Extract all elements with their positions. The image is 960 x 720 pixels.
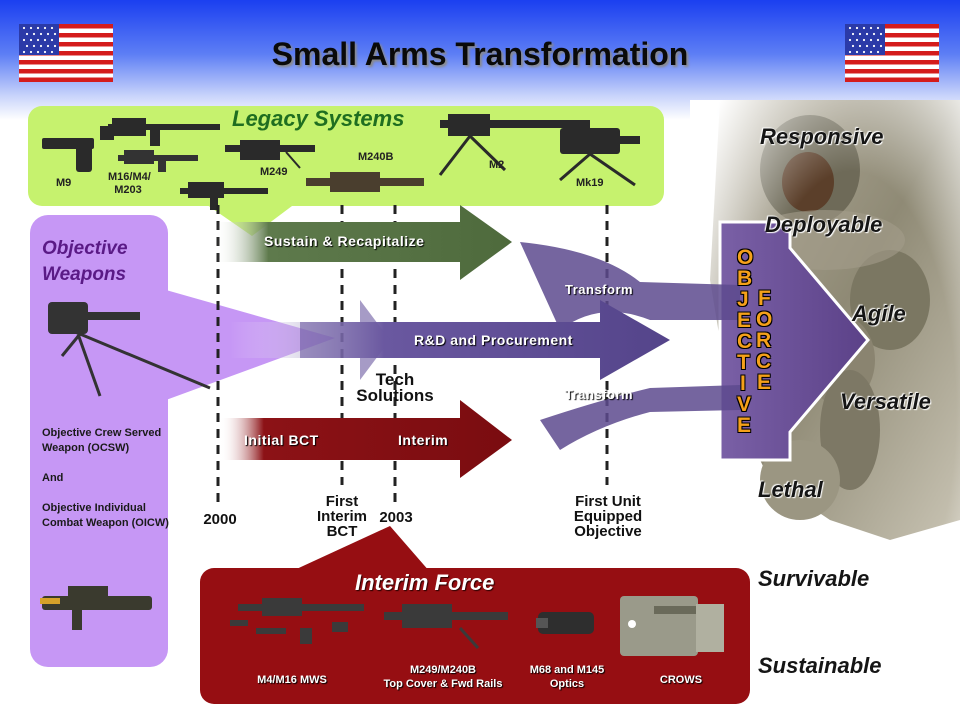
m249-machine-gun-icon (225, 140, 315, 169)
interim-callout-pointer (290, 526, 430, 572)
us-flag-icon-right (845, 24, 939, 82)
attribute-lethal: Lethal (758, 477, 823, 502)
objective-weapons-title: Objective Weapons (42, 238, 128, 285)
objective-letter: O (737, 246, 754, 269)
timeline-label-first-unit-equipped: First Unit Equipped Objective (573, 493, 643, 540)
transform-bottom-label: Transform (565, 387, 634, 402)
force-letter: R (756, 329, 772, 352)
mk19-grenade-launcher-icon (559, 128, 640, 187)
m2-machine-gun-icon (438, 114, 590, 176)
interim-item-label: M4/M16 MWS (257, 674, 327, 686)
crows-weapon-station-icon (620, 596, 724, 656)
objective-letter: V (737, 393, 752, 416)
interim-label: Interim (398, 432, 449, 448)
rd-procurement-label: R&D and Procurement (414, 332, 573, 348)
m203-rifle-icon (180, 182, 268, 210)
interim-item-label: CROWS (659, 674, 703, 686)
timeline-label-2000: 2000 (203, 511, 237, 528)
objective-letter: E (737, 414, 752, 437)
force-letter: O (756, 308, 773, 331)
objective-force-arrow (718, 220, 870, 462)
us-flag-icon-left (19, 24, 113, 82)
weapon-label-mk19: Mk19 (576, 177, 604, 189)
legacy-systems-title: Legacy Systems (232, 106, 405, 131)
timeline-label-first-interim-bct: First Interim BCT (316, 493, 367, 540)
attribute-versatile: Versatile (840, 389, 931, 414)
initial-bct-interim-arrow (220, 400, 512, 478)
transform-top-label: Transform (565, 282, 634, 297)
transform-bottom-sweep (540, 385, 740, 450)
attribute-deployable: Deployable (765, 212, 883, 237)
objective-weapons-description: Objective Crew Served Weapon (OCSW) And … (42, 427, 169, 529)
page-title: Small Arms Transformation (271, 36, 689, 72)
objective-letter: T (737, 351, 750, 374)
sustain-recapitalize-label: Sustain & Recapitalize (264, 233, 425, 249)
objective-letter: I (740, 372, 746, 395)
objective-letter: E (737, 309, 752, 332)
m16-rifle-icon (100, 118, 220, 146)
weapon-label-m249: M249 (260, 166, 288, 178)
initial-bct-label: Initial BCT (244, 432, 319, 448)
m68-m145-optics-icon (536, 612, 594, 634)
weapon-label-m240b: M240B (358, 151, 394, 163)
force-letter: F (758, 287, 771, 310)
rd-procurement-arrow (230, 300, 670, 380)
ocsw-weapon-icon (48, 302, 211, 397)
attribute-survivable: Survivable (758, 566, 870, 591)
objective-letter: J (737, 288, 749, 311)
weapon-label-m16-m4-m203: M16/M4/ M203 (108, 171, 151, 196)
interim-item-label: M68 and M145 Optics (529, 664, 605, 690)
timeline-label-2003: 2003 (379, 509, 413, 526)
weapon-label-m2: M2 (489, 159, 505, 171)
weapon-label-m9: M9 (56, 177, 72, 189)
m240b-machine-gun-icon (306, 172, 424, 192)
m249-m240b-rails-icon (384, 604, 508, 650)
oicw-weapon-icon (40, 586, 152, 630)
force-letter: E (757, 371, 772, 394)
attribute-sustainable: Sustainable (758, 653, 882, 678)
tech-solutions-label: Tech Solutions (356, 370, 434, 405)
objective-letter: C (737, 330, 753, 353)
transform-top-sweep (520, 242, 740, 330)
objective-letter: B (737, 267, 753, 290)
m4-carbine-icon (118, 150, 198, 172)
interim-force-title: Interim Force (355, 570, 495, 595)
attribute-responsive: Responsive (760, 124, 884, 149)
force-letter: C (756, 350, 772, 373)
m9-pistol-icon (42, 138, 94, 172)
m4-mws-rifle-icon (230, 598, 364, 644)
sustain-recapitalize-arrow (215, 205, 512, 280)
attribute-agile: Agile (852, 301, 906, 326)
interim-item-label: M249/M240B Top Cover & Fwd Rails (383, 664, 503, 690)
